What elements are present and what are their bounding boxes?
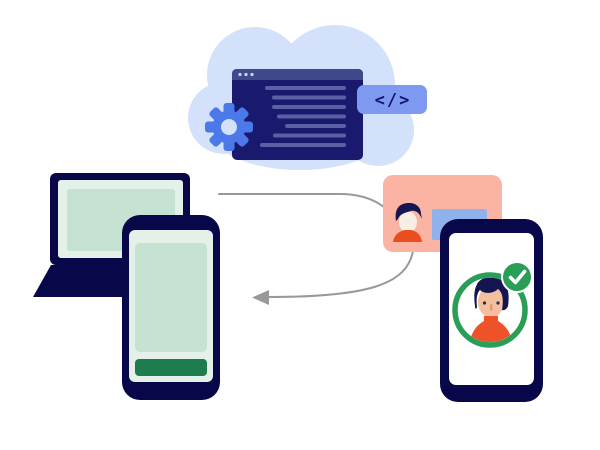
code-badge: </> (357, 85, 427, 114)
window-control-dot (238, 72, 242, 77)
code-line (277, 114, 346, 119)
check-badge (501, 261, 533, 293)
window-titlebar (232, 69, 363, 80)
code-line (272, 105, 346, 109)
window-control-dot (244, 72, 248, 77)
phone-front-button (135, 359, 207, 376)
phone-verification (440, 219, 543, 402)
code-badge-background (357, 85, 427, 114)
verification-ring (452, 272, 528, 348)
connector-line (218, 193, 385, 208)
card-avatar-collar (393, 230, 422, 242)
card-avatar-hair (395, 203, 422, 221)
avatar-face (478, 286, 504, 318)
code-line (273, 133, 346, 138)
arrowhead (252, 290, 269, 305)
return-arrow (252, 250, 414, 305)
code-badge-label: </> (375, 91, 412, 111)
code-line (265, 86, 346, 90)
check-badge-circle (501, 261, 533, 293)
phone-front (122, 215, 220, 400)
return-arrow-curve (268, 250, 414, 298)
code-line (260, 143, 346, 147)
avatar-nose (490, 304, 493, 311)
avatar-eye (482, 301, 487, 305)
phone-front-content (135, 243, 207, 352)
gear-icon (205, 103, 253, 151)
code-editor-window (232, 69, 363, 160)
window-control-dot (250, 72, 254, 77)
code-line (285, 124, 346, 128)
checkmark-icon (508, 269, 527, 285)
gear-hole (221, 119, 237, 135)
avatar-eye (496, 301, 500, 305)
card-avatar-face (399, 211, 417, 233)
code-line (272, 95, 346, 100)
avatar-hair (474, 277, 509, 311)
